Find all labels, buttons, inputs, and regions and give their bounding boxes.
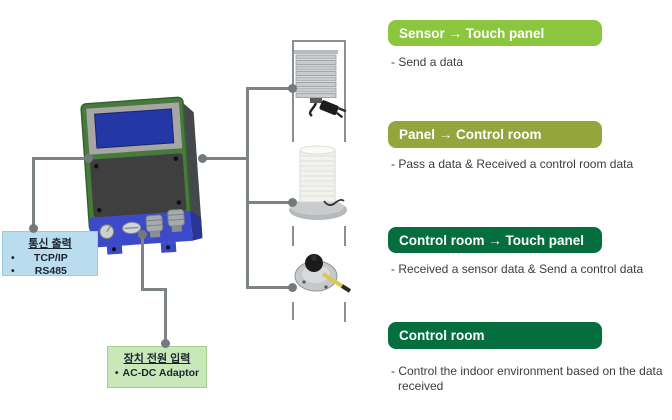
panel-title-panel-to-control-room: Panel → Control room: [388, 121, 602, 148]
comm-output-box: 통신 출력 • TCP/IP • RS485: [2, 231, 98, 277]
comm-output-item: • TCP/IP: [11, 252, 68, 264]
connector-branch-line: [246, 286, 294, 289]
connector-trunk-line: [246, 87, 249, 289]
panel-title-sensor-to-touch-panel: Sensor → Touch panel: [388, 20, 602, 46]
bullet: •: [11, 252, 15, 264]
power-input-title: 장치 전원 입력: [123, 353, 191, 365]
connector-dot: [288, 84, 297, 93]
panel-note: - Pass a data & Received a control room …: [391, 157, 634, 171]
touch-panel-controller-device: [80, 96, 203, 255]
power-input-item: • AC-DC Adaptor: [114, 367, 200, 379]
panel-title-control-room-to-touch-panel: Control room → Touch panel: [388, 227, 602, 253]
comm-output-title: 통신 출력: [28, 238, 72, 250]
panel-title-control-room: Control room: [388, 322, 602, 349]
connector-line: [32, 157, 88, 160]
connector-dot: [138, 230, 147, 239]
bullet: •: [114, 367, 119, 379]
connector-dot: [288, 283, 297, 292]
panel-note: - Send a data: [391, 55, 464, 69]
connector-dot: [198, 154, 207, 163]
connector-line: [202, 157, 249, 160]
connector-dot: [29, 224, 38, 233]
panel-note: - Control the indoor environment based o…: [391, 364, 663, 393]
connector-dot: [84, 154, 93, 163]
connector-line: [141, 288, 167, 291]
bracket-line: [292, 40, 346, 42]
connector-line: [32, 157, 35, 229]
connector-dot: [288, 198, 297, 207]
comm-output-item: • RS485: [11, 265, 67, 277]
connector-line: [141, 234, 144, 291]
connector-line: [164, 288, 167, 344]
connector-branch-line: [246, 87, 294, 90]
panel-note: - Received a sensor data & Send a contro…: [391, 262, 644, 276]
disc-sensor-icon: [290, 246, 354, 302]
connector-branch-line: [246, 201, 294, 204]
cylindrical-sensor-icon: [284, 142, 356, 226]
connector-dot: [161, 339, 170, 348]
bullet: •: [11, 265, 15, 277]
power-input-box: 장치 전원 입력 • AC-DC Adaptor: [107, 346, 207, 388]
